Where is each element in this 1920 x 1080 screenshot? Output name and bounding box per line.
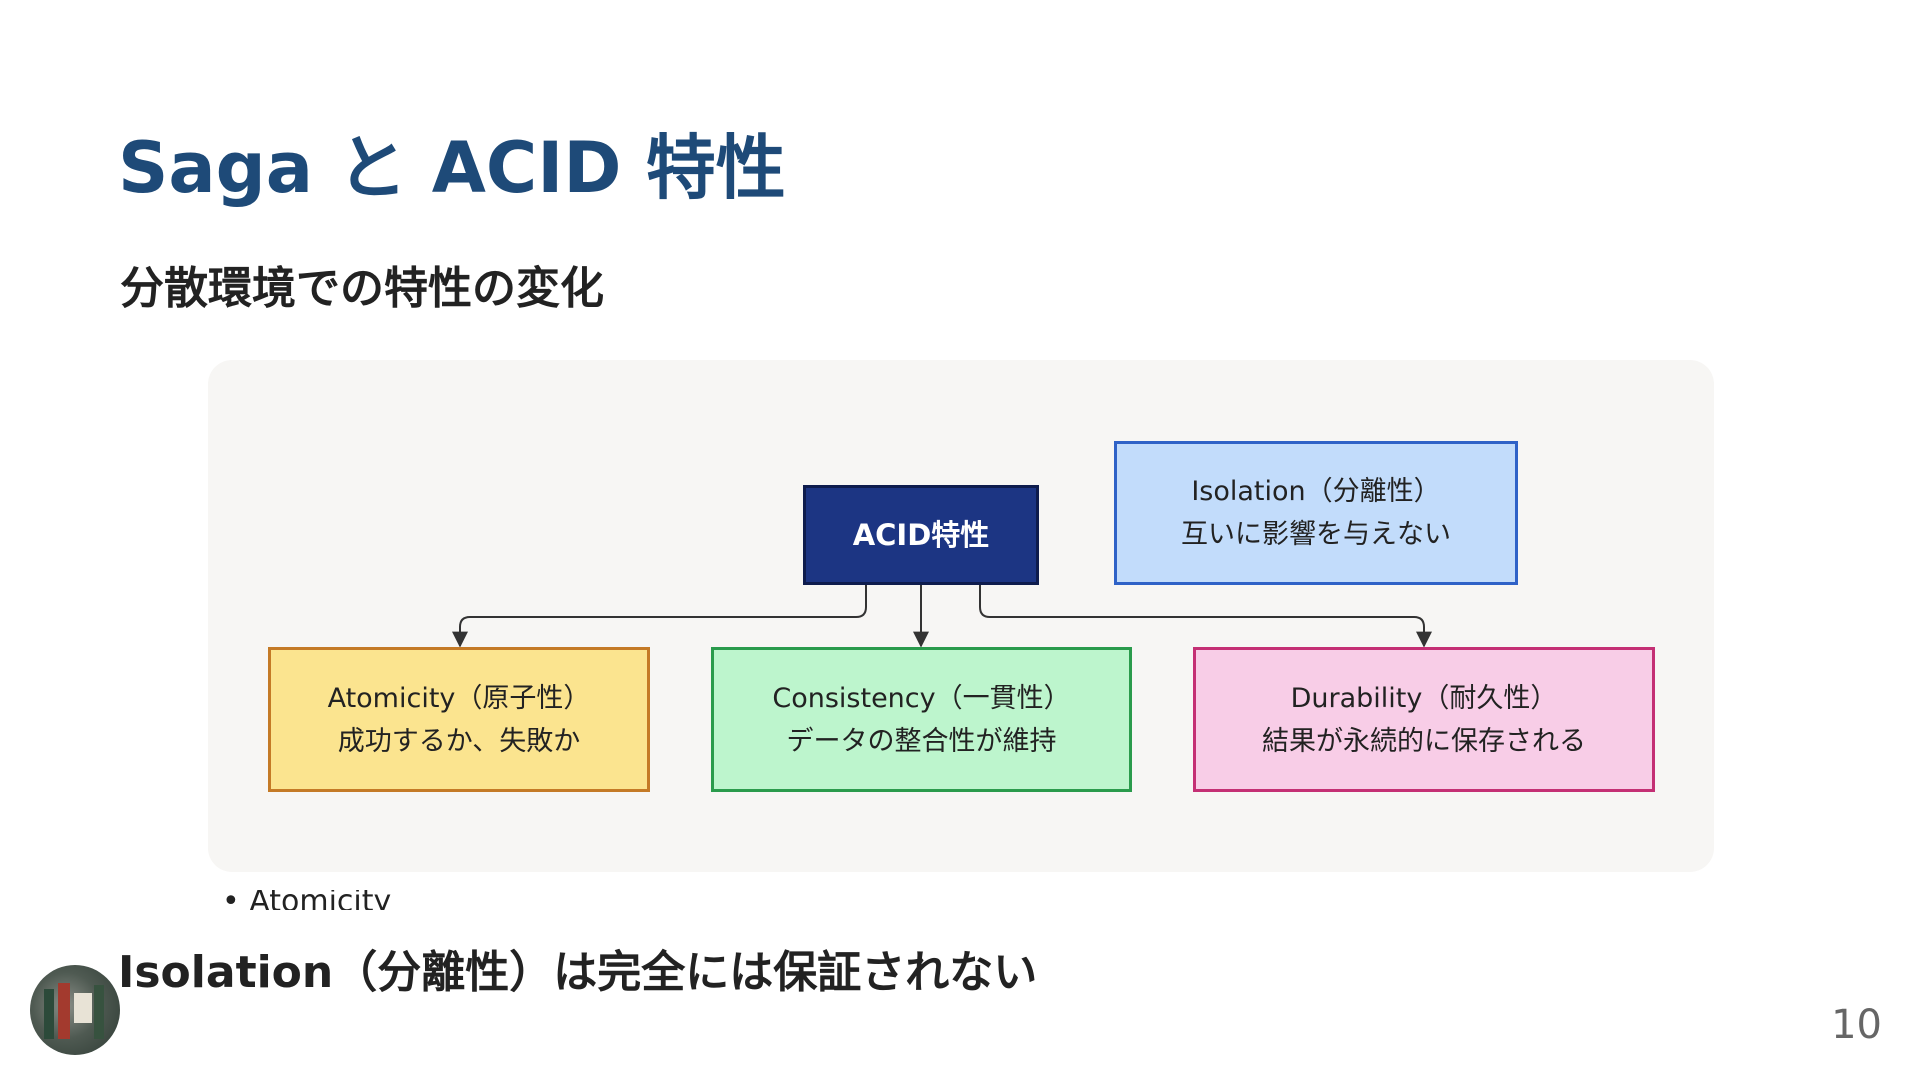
diagram-panel: [208, 360, 1714, 872]
page-number: 10: [1831, 1002, 1882, 1048]
slide-title: Saga と ACID 特性: [118, 127, 786, 209]
node-acid: ACID特性: [803, 485, 1039, 585]
obscured-bullet-label: • Atomicity: [222, 890, 392, 910]
node-consistency-title: Consistency（一貫性）: [772, 682, 1071, 714]
node-isolation-desc: 互いに影響を与えない: [1181, 519, 1451, 550]
node-durability-title: Durability（耐久性）: [1290, 682, 1558, 714]
node-isolation: Isolation（分離性） 互いに影響を与えない: [1114, 441, 1518, 585]
node-atomicity-desc: 成功するか、失敗か: [337, 725, 581, 757]
node-consistency-desc: データの整合性が維持: [786, 725, 1057, 757]
bottom-heading: Isolation（分離性）は完全には保証されない: [118, 936, 1038, 1000]
avatar: [30, 965, 120, 1055]
node-isolation-title: Isolation（分離性）: [1191, 476, 1441, 507]
slide-subtitle: 分散環境での特性の変化: [120, 263, 604, 314]
obscured-bullet-text: • Atomicity: [222, 890, 422, 910]
node-atomicity: Atomicity（原子性） 成功するか、失敗か: [268, 647, 650, 792]
node-durability-desc: 結果が永続的に保存される: [1262, 725, 1586, 757]
node-acid-label: ACID特性: [852, 517, 990, 552]
node-atomicity-title: Atomicity（原子性）: [327, 682, 591, 714]
node-durability: Durability（耐久性） 結果が永続的に保存される: [1193, 647, 1655, 792]
node-consistency: Consistency（一貫性） データの整合性が維持: [711, 647, 1132, 792]
